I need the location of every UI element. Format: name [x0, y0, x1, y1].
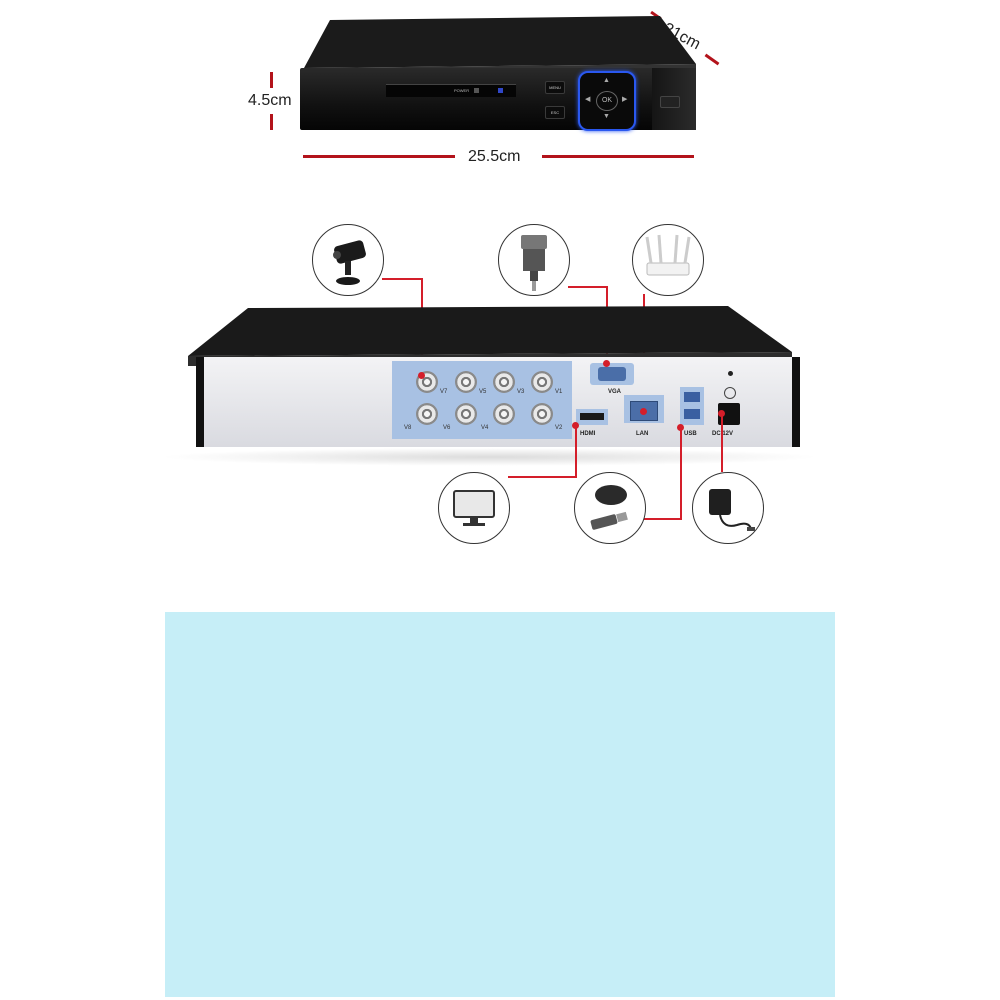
hdmi-label: HDMI [580, 431, 596, 437]
bnc-port-v2[interactable] [531, 403, 553, 425]
hdd-led [498, 88, 503, 93]
menu-button[interactable]: MENU [545, 81, 565, 94]
usb-label: USB [684, 431, 697, 437]
ground-screw [728, 371, 733, 376]
dc-power-jack[interactable] [718, 403, 740, 425]
vga-cable-circle [498, 224, 570, 296]
drive-slot: POWER [386, 84, 516, 97]
usb-port-2 [684, 409, 700, 419]
bnc-port-v5[interactable] [455, 371, 477, 393]
width-dimension-line-b [542, 155, 694, 158]
monitor-icon [453, 490, 495, 526]
hdmi-port-socket [580, 413, 604, 420]
input-label-v4: V4 [481, 425, 489, 431]
front-panel: POWER MENU ESC ▲ ◀ OK ▶ ▼ [300, 68, 696, 131]
input-label-v8: V8 [404, 425, 412, 431]
rear-floor-shadow [160, 448, 820, 466]
vga-connector-v1 [568, 286, 608, 288]
power-connection-dot [718, 410, 725, 417]
vga-port-socket [598, 367, 626, 381]
input-label-v6: V6 [443, 425, 451, 431]
arrow-left-icon[interactable]: ◀ [585, 96, 591, 103]
ground-icon [724, 387, 736, 399]
input-label-v7: V7 [440, 389, 448, 395]
router-circle [632, 224, 704, 296]
vga-cable-icon [521, 235, 547, 291]
power-led [474, 88, 479, 93]
rear-panel: V7 V5 V3 V1 V8 V6 V4 V2 VGA HDMI LAN USB [196, 357, 800, 447]
front-side-block [652, 68, 696, 130]
bnc-port-v8[interactable] [416, 403, 438, 425]
router-icon [645, 234, 691, 276]
front-device-top [304, 16, 696, 68]
usb-connector-h [640, 518, 681, 520]
hdmi-connector-h [508, 476, 576, 478]
vga-connection-dot [603, 360, 610, 367]
lan-label: LAN [636, 431, 649, 437]
usb-port-1 [684, 392, 700, 402]
depth-dimension-line-b [704, 53, 720, 66]
power-adapter-circle [692, 472, 764, 544]
usb-connector-v [680, 430, 682, 520]
camera-icon [333, 240, 366, 285]
bnc-port-v4[interactable] [493, 403, 515, 425]
hdmi-connection-dot [572, 422, 579, 429]
navigation-pad[interactable]: ▲ ◀ OK ▶ ▼ [578, 71, 636, 131]
monitor-circle [438, 472, 510, 544]
power-indicator-label: POWER [454, 88, 470, 93]
arrow-up-icon[interactable]: ▲ [603, 77, 610, 84]
input-label-v3: V3 [517, 389, 525, 395]
camera-connection-dot [418, 372, 425, 379]
bnc-port-v1[interactable] [531, 371, 553, 393]
hdmi-connector-v [575, 428, 577, 478]
height-label: 4.5cm [248, 92, 292, 109]
width-label: 25.5cm [468, 148, 521, 165]
dc-power-label: DC 12V [712, 431, 734, 437]
mouse-usb-icon [590, 485, 628, 530]
power-adapter-icon [709, 489, 755, 531]
camera-circle [312, 224, 384, 296]
esc-button[interactable]: ESC [545, 106, 565, 119]
product-image-placeholder [165, 612, 835, 997]
power-connector-v [721, 416, 723, 472]
arrow-down-icon[interactable]: ▼ [603, 113, 610, 120]
input-label-v1: V1 [555, 389, 563, 395]
width-dimension-line-a [303, 155, 455, 158]
height-dimension-line-a [270, 72, 273, 88]
input-label-v5: V5 [479, 389, 487, 395]
usb-connection-dot [677, 424, 684, 431]
ok-button[interactable]: OK [596, 91, 618, 111]
camera-connector-h [382, 278, 422, 280]
input-label-v2: V2 [555, 425, 563, 431]
height-dimension-line-b [270, 114, 273, 130]
mouse-usb-circle [574, 472, 646, 544]
bnc-port-v3[interactable] [493, 371, 515, 393]
bnc-port-v6[interactable] [455, 403, 477, 425]
arrow-right-icon[interactable]: ▶ [622, 96, 628, 103]
ir-receiver [660, 96, 680, 108]
vga-label: VGA [608, 389, 622, 395]
lan-connection-dot [640, 408, 647, 415]
